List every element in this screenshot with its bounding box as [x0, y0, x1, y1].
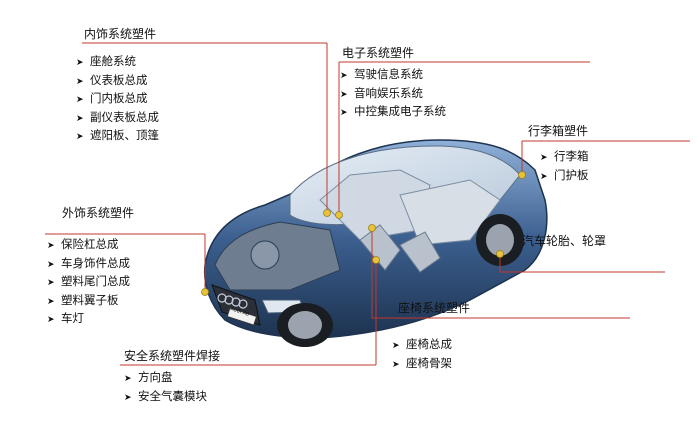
safety-list: ➤方向盘 ➤安全气囊模块: [124, 369, 207, 406]
target-dots: [201, 171, 526, 296]
interior-title: 内饰系统塑件: [84, 27, 157, 41]
electronics-list: ➤驾驶信息系统 ➤音响娱乐系统 ➤中控集成电子系统: [340, 66, 446, 122]
list-item: ➤遮阳板、顶篷: [76, 127, 159, 146]
list-item: ➤门内板总成: [76, 90, 159, 109]
arrow-bullet-icon: ➤: [340, 108, 348, 119]
arrow-bullet-icon: ➤: [76, 95, 84, 106]
trunk-list: ➤行李箱 ➤门护板: [540, 148, 589, 185]
list-item: ➤保险杠总成: [47, 236, 130, 255]
list-item: ➤方向盘: [124, 369, 207, 388]
arrow-bullet-icon: ➤: [76, 76, 84, 87]
exterior-list: ➤保险杠总成 ➤车身饰件总成 ➤塑料尾门总成 ➤塑料翼子板 ➤车灯: [47, 236, 130, 329]
trunk-title: 行李箱塑件: [528, 124, 589, 138]
list-item: ➤座椅骨架: [392, 355, 452, 374]
arrow-bullet-icon: ➤: [47, 278, 55, 289]
arrow-bullet-icon: ➤: [47, 315, 55, 326]
list-item: ➤门护板: [540, 167, 589, 186]
list-item: ➤安全气囊模块: [124, 388, 207, 407]
list-item: ➤音响娱乐系统: [340, 85, 446, 104]
arrow-bullet-icon: ➤: [340, 89, 348, 100]
list-item: ➤驾驶信息系统: [340, 66, 446, 85]
list-item: ➤车灯: [47, 310, 130, 329]
list-item: ➤行李箱: [540, 148, 589, 167]
arrow-bullet-icon: ➤: [47, 241, 55, 251]
leader-lines: [45, 42, 690, 366]
arrow-bullet-icon: ➤: [124, 374, 132, 384]
arrow-bullet-icon: ➤: [392, 341, 400, 351]
list-item: ➤中控集成电子系统: [340, 103, 446, 122]
arrow-bullet-icon: ➤: [540, 171, 548, 182]
exterior-title: 外饰系统塑件: [62, 206, 135, 220]
arrow-bullet-icon: ➤: [47, 296, 55, 307]
car-body: [203, 139, 548, 347]
list-item: ➤座椅总成: [392, 336, 452, 355]
arrow-bullet-icon: ➤: [76, 132, 84, 143]
list-item: ➤座舱系统: [76, 53, 159, 72]
seat-title: 座椅系统塑件: [398, 301, 471, 315]
list-item: ➤塑料尾门总成: [47, 273, 130, 292]
arrow-bullet-icon: ➤: [392, 359, 400, 370]
arrow-bullet-icon: ➤: [76, 113, 84, 124]
interior-list: ➤座舱系统 ➤仪表板总成 ➤门内板总成 ➤副仪表板总成 ➤遮阳板、顶篷: [76, 53, 159, 146]
list-item: ➤塑料翼子板: [47, 292, 130, 311]
seat-list: ➤座椅总成 ➤座椅骨架: [392, 336, 452, 373]
arrow-bullet-icon: ➤: [540, 153, 548, 163]
arrow-bullet-icon: ➤: [340, 71, 348, 81]
list-item: ➤仪表板总成: [76, 72, 159, 91]
list-item: ➤车身饰件总成: [47, 255, 130, 274]
arrow-bullet-icon: ➤: [47, 259, 55, 270]
safety-title: 安全系统塑件焊接: [124, 349, 221, 363]
wheels-title: 汽车轮胎、轮罩: [522, 234, 607, 248]
list-item: ➤副仪表板总成: [76, 109, 159, 128]
arrow-bullet-icon: ➤: [76, 58, 84, 68]
arrow-bullet-icon: ➤: [124, 392, 132, 403]
electronics-title: 电子系统塑件: [342, 46, 415, 60]
